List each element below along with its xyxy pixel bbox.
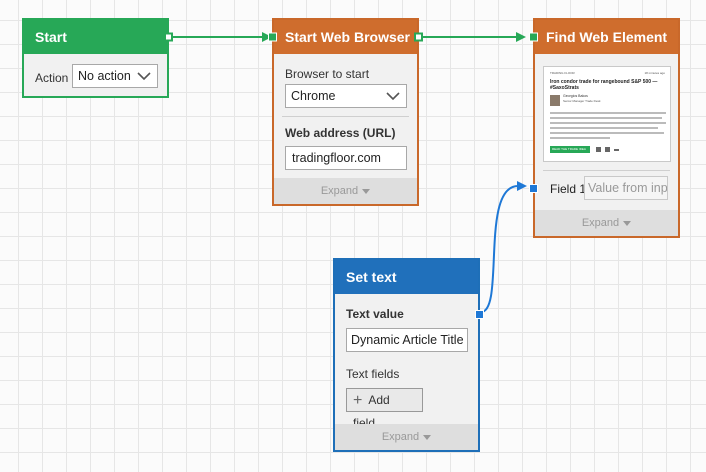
preview-bookmark-icon [605, 147, 610, 152]
find-web-element-node[interactable]: Find Web Element TRADING FLOOR 18 minute… [529, 18, 680, 238]
preview-text-line [550, 137, 610, 139]
web-address-input[interactable]: tradingfloor.com [285, 146, 407, 170]
preview-kicker: TRADING FLOOR [550, 71, 575, 75]
preview-share-icon [596, 147, 601, 152]
element-preview-thumbnail[interactable]: TRADING FLOOR 18 minutes ago Iron condor… [543, 66, 671, 162]
start-output-port[interactable] [164, 32, 173, 42]
text-value-label: Text value [346, 307, 404, 321]
preview-text-line [550, 132, 664, 134]
find-node-title: Find Web Element [546, 29, 668, 45]
field-1-input[interactable]: Value from input [584, 176, 668, 200]
preview-headline: Iron condor trade for rangebound S&P 500… [550, 79, 658, 91]
text-value-input[interactable]: Dynamic Article Title [346, 328, 468, 352]
preview-time: 18 minutes ago [644, 71, 665, 75]
set-text-node[interactable]: Set text Text value Dynamic Article Titl… [333, 258, 484, 452]
caret-down-icon [623, 220, 632, 226]
start-web-browser-node[interactable]: Start Web Browser Browser to start Chrom… [268, 18, 423, 206]
preview-cta-label: READ THE TRADE IDEA [552, 147, 586, 151]
action-label: Action [35, 71, 69, 85]
expand-label: Expand [581, 217, 620, 229]
set-text-node-title: Set text [346, 269, 397, 285]
action-select-value: No action [78, 69, 131, 83]
plus-icon: + [353, 392, 363, 409]
preview-text-line [550, 127, 658, 129]
field-1-label: Field 1 [550, 182, 587, 196]
text-fields-label: Text fields [346, 367, 400, 381]
wire-browser-to-find [421, 32, 526, 42]
preview-text-line [550, 117, 662, 119]
browser-expand-button[interactable]: Expand [274, 178, 417, 204]
divider [282, 116, 409, 117]
text-value-output-port[interactable] [475, 310, 484, 319]
caret-down-icon [423, 434, 432, 440]
add-field-button[interactable]: +Add field [346, 388, 423, 430]
web-address-label: Web address (URL) [285, 126, 396, 140]
browser-select[interactable]: Chrome [285, 84, 407, 108]
browser-output-port[interactable] [414, 32, 423, 42]
wire-settext-to-field [480, 181, 527, 313]
preview-more-icon [614, 149, 619, 151]
preview-author-role: Senior Manager Trade Desk [563, 99, 601, 103]
start-node[interactable]: Start Action No action [22, 18, 173, 98]
preview-cta-button [550, 146, 590, 153]
preview-author: Georgios Bakos [563, 94, 588, 98]
caret-down-icon [362, 188, 371, 194]
browser-select-value: Chrome [291, 89, 336, 103]
preview-avatar [550, 95, 560, 106]
preview-text-line [550, 122, 666, 124]
set-text-expand-button[interactable]: Expand [335, 424, 478, 450]
field-1-input-port[interactable] [529, 184, 538, 193]
start-node-title: Start [35, 29, 67, 45]
browser-node-header[interactable]: Start Web Browser [268, 20, 423, 54]
browser-to-start-label: Browser to start [285, 67, 370, 81]
chevron-down-icon [386, 92, 400, 101]
chevron-down-icon [137, 72, 151, 81]
browser-input-port[interactable] [268, 32, 277, 42]
set-text-node-header[interactable]: Set text [335, 260, 478, 294]
expand-label: Expand [320, 185, 359, 197]
action-select[interactable]: No action [72, 64, 158, 88]
wire-start-to-browser [170, 32, 272, 42]
find-node-header[interactable]: Find Web Element [529, 20, 678, 54]
divider [543, 170, 670, 171]
expand-label: Expand [381, 431, 420, 443]
preview-text-line [550, 112, 666, 114]
find-expand-button[interactable]: Expand [535, 210, 678, 236]
find-input-port[interactable] [529, 32, 538, 42]
start-node-header[interactable]: Start [24, 20, 173, 54]
browser-node-title: Start Web Browser [285, 29, 410, 45]
